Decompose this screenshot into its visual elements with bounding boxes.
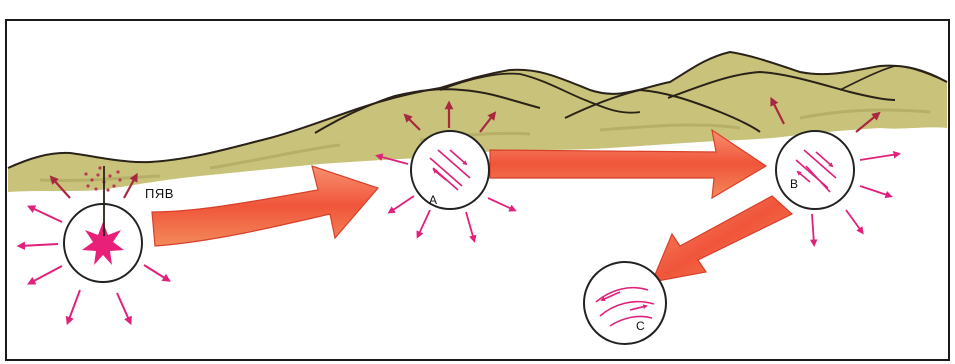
node-c [584,262,666,344]
node-b-circle [776,131,854,209]
node-a-circle [411,131,489,209]
source-node [64,204,142,282]
node-c-label: C [636,319,645,333]
node-a-label: A [429,193,437,207]
node-b [776,131,854,209]
node-b-label: B [790,177,798,191]
node-a [411,131,489,209]
source-label: ПЯВ [145,186,174,201]
